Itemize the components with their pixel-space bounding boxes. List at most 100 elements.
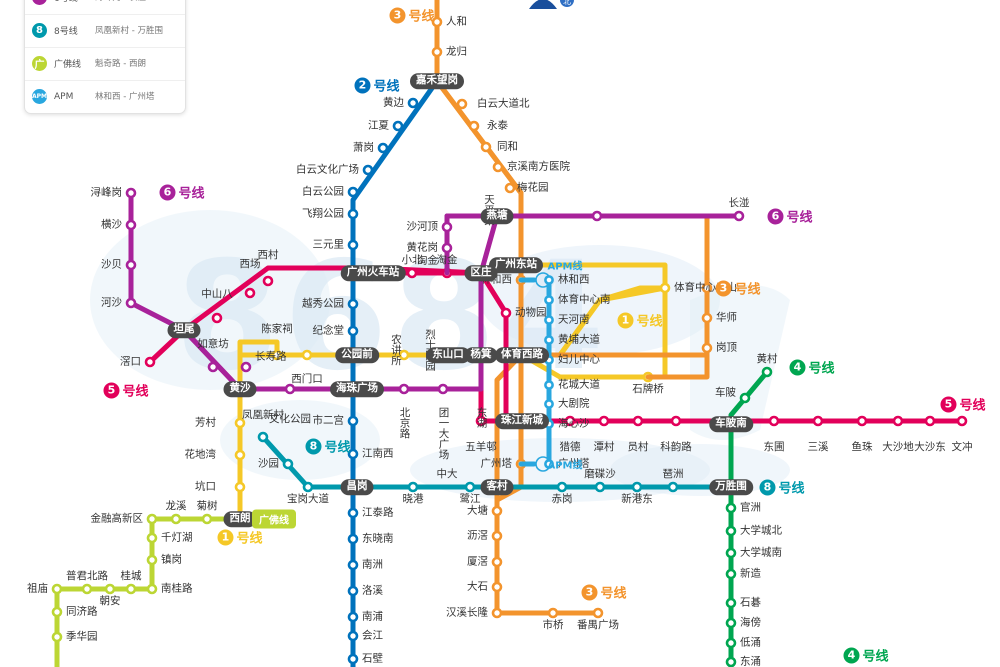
station-label[interactable]: 黄边 [383, 96, 404, 109]
station-label[interactable]: 团一大广场 [437, 407, 450, 460]
station-label[interactable]: 沥滘 [467, 529, 488, 542]
legend-panel[interactable]: 33号线天河客运站 - 番禺广场 机场南 - 体育西路44号线黄村 - 金洲55… [24, 0, 186, 114]
station-label[interactable]: 黄埔大道 [558, 333, 600, 346]
station-label[interactable]: 白云大道北 [477, 97, 530, 110]
station-label[interactable]: 三溪 [807, 441, 829, 453]
station-label[interactable]: 林和西 [480, 273, 513, 286]
station-label[interactable]: 汉溪长隆 [446, 606, 488, 619]
legend-row[interactable]: 广广佛线魁奇路 - 西朗 [25, 48, 185, 81]
station-label[interactable]: 萧岗 [353, 141, 374, 154]
station-label[interactable]: 千灯湖 [161, 531, 193, 544]
station-label[interactable]: 长湴 [728, 196, 750, 209]
interchange-label[interactable]: 黄沙 [223, 381, 257, 397]
station-label[interactable]: 朝安 [99, 595, 121, 607]
station-label[interactable]: 飞翔公园 [302, 207, 344, 220]
station-label[interactable]: 南桂路 [161, 582, 193, 595]
station-label[interactable]: 同和 [497, 140, 518, 153]
station-label[interactable]: 西村 [257, 248, 279, 261]
station-label[interactable]: 越秀公园 [302, 297, 344, 310]
apm-line-tag[interactable]: APM线 [547, 261, 583, 273]
station-label[interactable]: 员村 [627, 441, 649, 453]
station-label[interactable]: 梅花园 [517, 181, 549, 194]
station-label[interactable]: 低涌 [740, 636, 761, 649]
station-label[interactable]: 花城大道 [558, 378, 600, 391]
station-label[interactable]: 坑口 [195, 480, 216, 493]
station-label[interactable]: 龙溪 [165, 499, 187, 512]
station-label[interactable]: 石碁 [740, 596, 761, 609]
station-label[interactable]: 西门口 [291, 373, 323, 385]
station-label[interactable]: 江夏 [368, 119, 389, 132]
interchange-label[interactable]: 坦尾 [167, 322, 201, 338]
station-label[interactable]: 菊树 [196, 499, 218, 512]
station-label[interactable]: 浔峰岗 [90, 186, 123, 199]
station-label[interactable]: 季华园 [66, 630, 98, 643]
station-label[interactable]: 广州塔 [558, 457, 590, 470]
station-label[interactable]: 五羊邨 [465, 441, 497, 453]
station-label[interactable]: 厦滘 [467, 555, 488, 568]
interchange-label[interactable]: 燕塘 [480, 208, 514, 224]
legend-row[interactable]: 66号线浔峰岗 - 长湴 [25, 0, 185, 15]
station-label[interactable]: 黄村 [756, 352, 778, 365]
station-label[interactable]: 海傍 [740, 616, 761, 629]
station-label[interactable]: 市二宫 [312, 414, 345, 427]
line-tag-gf[interactable]: 广佛线 [252, 509, 296, 529]
interchange-label[interactable]: 昌岗 [340, 479, 374, 495]
station-label[interactable]: 会江 [362, 629, 383, 642]
station-label[interactable]: 淘金 [436, 253, 458, 266]
station-label[interactable]: 潭村 [593, 441, 615, 453]
station-label[interactable]: 淘金 [417, 254, 438, 267]
station-label[interactable]: 西场 [239, 257, 261, 270]
station-label[interactable]: 滘口 [120, 355, 141, 368]
station-label[interactable]: 大学城南 [740, 546, 782, 559]
station-label[interactable]: 广州塔 [480, 457, 513, 470]
interchange-label[interactable]: 区庄 [464, 265, 498, 281]
station-label[interactable]: 新造 [740, 567, 761, 580]
station-label[interactable]: 京溪南方医院 [507, 160, 570, 173]
interchange-label[interactable]: 车陂南 [709, 416, 753, 432]
interchange-label[interactable]: 杨箕 [464, 347, 498, 363]
station-label[interactable]: 天河南 [558, 313, 590, 326]
station-label[interactable]: 石牌桥 [632, 383, 664, 395]
station-label[interactable]: 石壁 [362, 652, 383, 665]
station-label[interactable]: 大学城北 [740, 524, 782, 537]
station-label[interactable]: 市桥 [542, 619, 564, 631]
station-label[interactable]: 东湖 [475, 407, 488, 428]
station-label[interactable]: 中大 [436, 467, 458, 480]
station-label[interactable]: 龙归 [446, 45, 467, 58]
station-label[interactable]: 赤岗 [551, 493, 573, 505]
station-label[interactable]: 体育中心南 [558, 293, 611, 306]
station-label[interactable]: 东圃 [763, 441, 785, 453]
station-label[interactable]: 妇儿中心 [558, 353, 600, 366]
station-label[interactable]: 同济路 [66, 605, 98, 618]
station-label[interactable]: 祖庙 [27, 582, 48, 595]
station-label[interactable]: 沙贝 [101, 258, 122, 271]
station-label[interactable]: 科韵路 [660, 441, 692, 453]
interchange-label[interactable]: 海珠广场 [330, 381, 384, 397]
station-label[interactable]: 江泰路 [362, 506, 394, 519]
station-label[interactable]: 宝岗大道 [287, 493, 329, 505]
station-label[interactable]: 东晓南 [362, 532, 394, 545]
station-label[interactable]: 北京路 [398, 407, 411, 439]
station-label[interactable]: 文冲 [951, 441, 973, 453]
station-label[interactable]: 如意坊 [197, 337, 229, 350]
station-label[interactable]: 桂城 [120, 569, 142, 582]
station-label[interactable]: 横沙 [101, 218, 122, 231]
station-label[interactable]: 中山八 [201, 287, 233, 300]
station-label[interactable]: 沙河顶 [406, 220, 439, 233]
station-label[interactable]: 车陂 [715, 386, 736, 399]
interchange-label[interactable]: 广州东站 [489, 257, 543, 273]
station-label[interactable]: 岗顶 [716, 341, 737, 354]
interchange-label[interactable]: 体育西路 [495, 347, 549, 363]
station-label[interactable]: 林和西 [558, 273, 590, 286]
